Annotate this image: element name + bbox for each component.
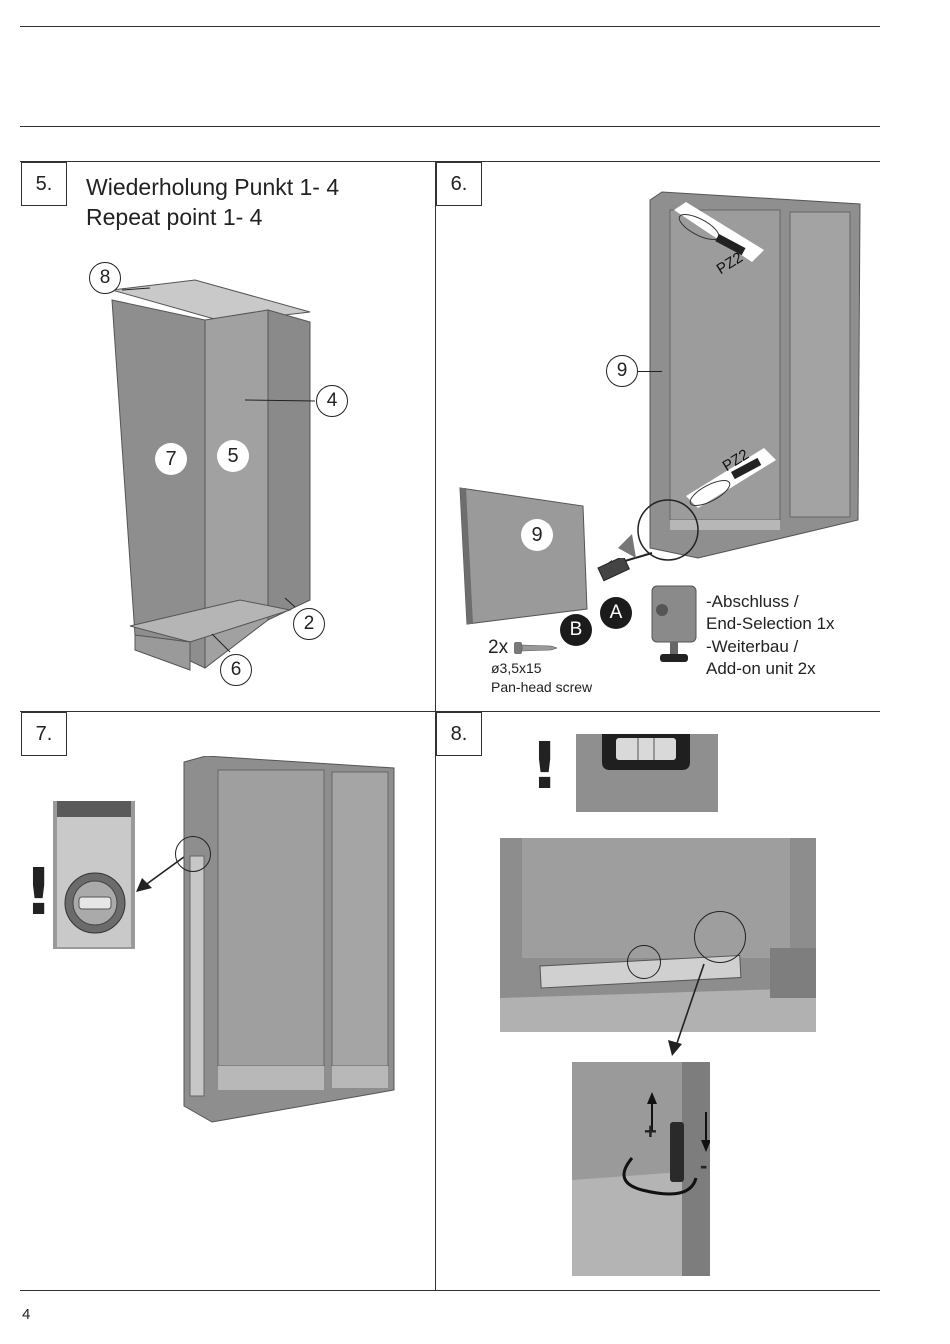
step-title-de: Wiederholung Punkt 1- 4	[86, 172, 339, 202]
callout-9-cabinet: 9	[606, 355, 638, 387]
foot-adjustment-closeup	[572, 1062, 710, 1276]
callout-8: 8	[89, 262, 121, 294]
level-vial-circle	[627, 945, 661, 979]
foot-line-3: -Weiterbau /	[706, 635, 798, 658]
callout-a: A	[600, 597, 632, 629]
step-number: 7.	[21, 712, 67, 756]
warning-mark: !	[530, 730, 559, 804]
spirit-level-closeup	[53, 801, 135, 949]
cabinet-frame-illustration	[100, 270, 400, 690]
adjustable-foot-illustration	[646, 582, 702, 668]
callout-9-leader	[638, 371, 662, 372]
screw-icon	[513, 640, 557, 656]
screw-size: ø3,5x15	[491, 658, 542, 678]
screw-quantity: 2x	[488, 636, 508, 659]
level-detail-circle	[175, 836, 211, 872]
callout-7: 7	[155, 443, 187, 475]
header-rule	[20, 126, 880, 127]
step-number: 6.	[436, 162, 482, 206]
callout-6: 6	[220, 654, 252, 686]
cabinet-bottom-with-level	[500, 838, 816, 1032]
plus-sign: +	[644, 1120, 657, 1143]
page-number: 4	[22, 1306, 30, 1323]
callout-4: 4	[316, 385, 348, 417]
panel-illustration	[455, 484, 605, 634]
callout-b: B	[560, 614, 592, 646]
warning-mark: !	[24, 856, 53, 930]
foot-line-4: Add-on unit 2x	[706, 657, 816, 680]
foot-line-1: -Abschluss /	[706, 590, 799, 613]
foot-line-2: End-Selection 1x	[706, 612, 835, 635]
arrow-to-closeup	[664, 960, 714, 1060]
step-number: 5.	[21, 162, 67, 206]
step-number: 8.	[436, 712, 482, 756]
callout-9-panel: 9	[521, 519, 553, 551]
callout-5: 5	[217, 440, 249, 472]
foot-adjuster-circle	[694, 911, 746, 963]
bubble-level-closeup	[576, 734, 718, 812]
leveled-cabinet-illustration	[182, 756, 402, 1128]
minus-sign: -	[700, 1154, 707, 1177]
step-title-en: Repeat point 1- 4	[86, 202, 262, 232]
screw-type: Pan-head screw	[491, 677, 592, 697]
callout-2: 2	[293, 608, 325, 640]
top-rule	[20, 26, 880, 27]
grid-bottom-rule	[20, 1290, 880, 1291]
